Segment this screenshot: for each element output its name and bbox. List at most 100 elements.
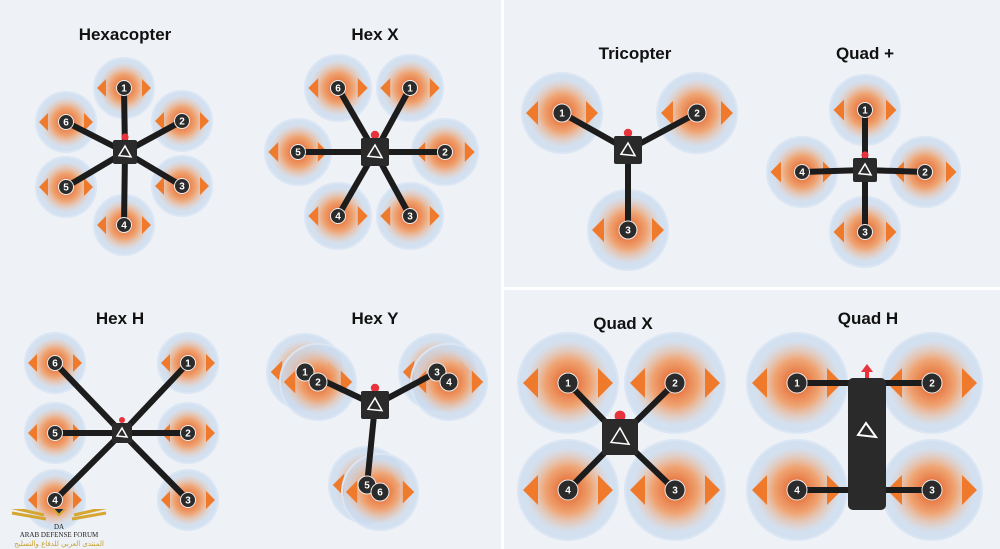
watermark-name: ARAB DEFENSE FORUM <box>20 531 99 539</box>
motor-badge <box>402 80 418 96</box>
openpilot-logo-icon <box>856 421 879 439</box>
motor-number: 5 <box>52 429 58 440</box>
motor-number: 5 <box>364 481 370 492</box>
diagram-title: Hex X <box>351 25 399 44</box>
diagram-title: Hex H <box>96 309 144 328</box>
forward-indicator-icon <box>370 130 380 140</box>
motor-number: 6 <box>377 488 383 499</box>
motor-badge <box>664 372 686 394</box>
forward-indicator-icon <box>121 133 129 141</box>
motor-number: 2 <box>185 429 191 440</box>
flight-controller <box>602 419 638 455</box>
motor-number: 4 <box>335 212 341 223</box>
motor-number: 2 <box>672 379 678 390</box>
motor-number: 4 <box>52 496 58 507</box>
motor-number: 3 <box>434 368 440 379</box>
motor-number: 3 <box>625 226 631 237</box>
motor-badge <box>180 492 196 508</box>
motor-number: 1 <box>794 379 800 390</box>
divider-vertical <box>501 0 504 549</box>
diagram-title: Quad + <box>836 44 894 63</box>
watermark-arabic: المنتدى العربي للدفاع والتسليح <box>14 540 104 548</box>
motor-number: 4 <box>794 486 800 497</box>
motor-number: 1 <box>185 359 191 370</box>
openpilot-logo-icon <box>115 426 129 438</box>
motor-badge <box>552 103 572 123</box>
motor-number: 6 <box>52 359 58 370</box>
motor-number: 1 <box>565 379 571 390</box>
motor-number: 1 <box>121 84 127 95</box>
motor-badge <box>47 492 63 508</box>
motor-number: 3 <box>862 228 868 239</box>
motor-badge <box>437 144 453 160</box>
openpilot-logo-icon <box>366 143 384 159</box>
motor-badge <box>295 362 315 382</box>
openpilot-logo-icon <box>366 396 384 412</box>
openpilot-logo-icon <box>117 144 133 158</box>
motor-badge <box>794 164 810 180</box>
motor-number: 3 <box>929 486 935 497</box>
motor-badge <box>290 144 306 160</box>
motor-number: 3 <box>185 496 191 507</box>
motor-number: 2 <box>922 168 928 179</box>
motor-number: 3 <box>179 182 185 193</box>
motor-badge <box>921 479 943 501</box>
motor-number: 2 <box>315 378 321 389</box>
motor-badge <box>917 164 933 180</box>
motor-number: 1 <box>407 84 413 95</box>
motor-number: 2 <box>929 379 935 390</box>
watermark-logo-text: DA <box>54 523 64 531</box>
flight-controller <box>112 423 132 443</box>
motor-number: 4 <box>565 486 571 497</box>
diagram-title: Hexacopter <box>79 25 172 44</box>
motor-badge <box>116 217 132 233</box>
motor-badge <box>687 103 707 123</box>
motor-number: 5 <box>63 183 69 194</box>
motor-badge <box>308 372 328 392</box>
motor-badge <box>174 178 190 194</box>
flight-controller <box>361 391 389 419</box>
motor-number: 3 <box>407 212 413 223</box>
motor-number: 1 <box>302 368 308 379</box>
diagram-title: Hex Y <box>352 309 400 328</box>
motor-badge <box>370 482 390 502</box>
openpilot-logo-icon <box>609 426 631 446</box>
forward-arrow-icon <box>861 364 873 378</box>
motor-badge <box>180 355 196 371</box>
openpilot-logo-icon <box>619 141 637 157</box>
diagram-hex-x: 1 2 3 4 5 6 Hex X <box>264 25 479 250</box>
motor-badge <box>557 479 579 501</box>
motor-badge <box>116 80 132 96</box>
motor-badge <box>439 372 459 392</box>
motor-number: 4 <box>799 168 805 179</box>
motor-number: 5 <box>295 148 301 159</box>
motor-number: 1 <box>862 106 868 117</box>
motor-number: 3 <box>672 486 678 497</box>
flight-controller-body <box>848 378 886 510</box>
motor-number: 4 <box>446 378 452 389</box>
motor-badge <box>330 80 346 96</box>
frame-arm <box>119 360 191 436</box>
motor-badge <box>58 114 74 130</box>
motor-badge <box>47 355 63 371</box>
motor-badge <box>180 425 196 441</box>
motor-number: 6 <box>335 84 341 95</box>
flight-controller <box>361 138 389 166</box>
diagram-quad-h: 1 2 3 4 Quad H <box>746 309 983 541</box>
diagram-title: Quad H <box>838 309 898 328</box>
flight-controller <box>113 140 137 164</box>
motor-badge <box>664 479 686 501</box>
motor-badge <box>174 113 190 129</box>
frame-arm <box>121 151 128 226</box>
forward-indicator-icon <box>370 383 380 393</box>
motor-badge <box>857 102 873 118</box>
diagram-title: Tricopter <box>599 44 672 63</box>
motor-number: 2 <box>694 109 700 120</box>
forward-indicator-icon <box>623 128 633 138</box>
motor-badge <box>557 372 579 394</box>
motor-badge <box>786 372 808 394</box>
motor-number: 2 <box>442 148 448 159</box>
